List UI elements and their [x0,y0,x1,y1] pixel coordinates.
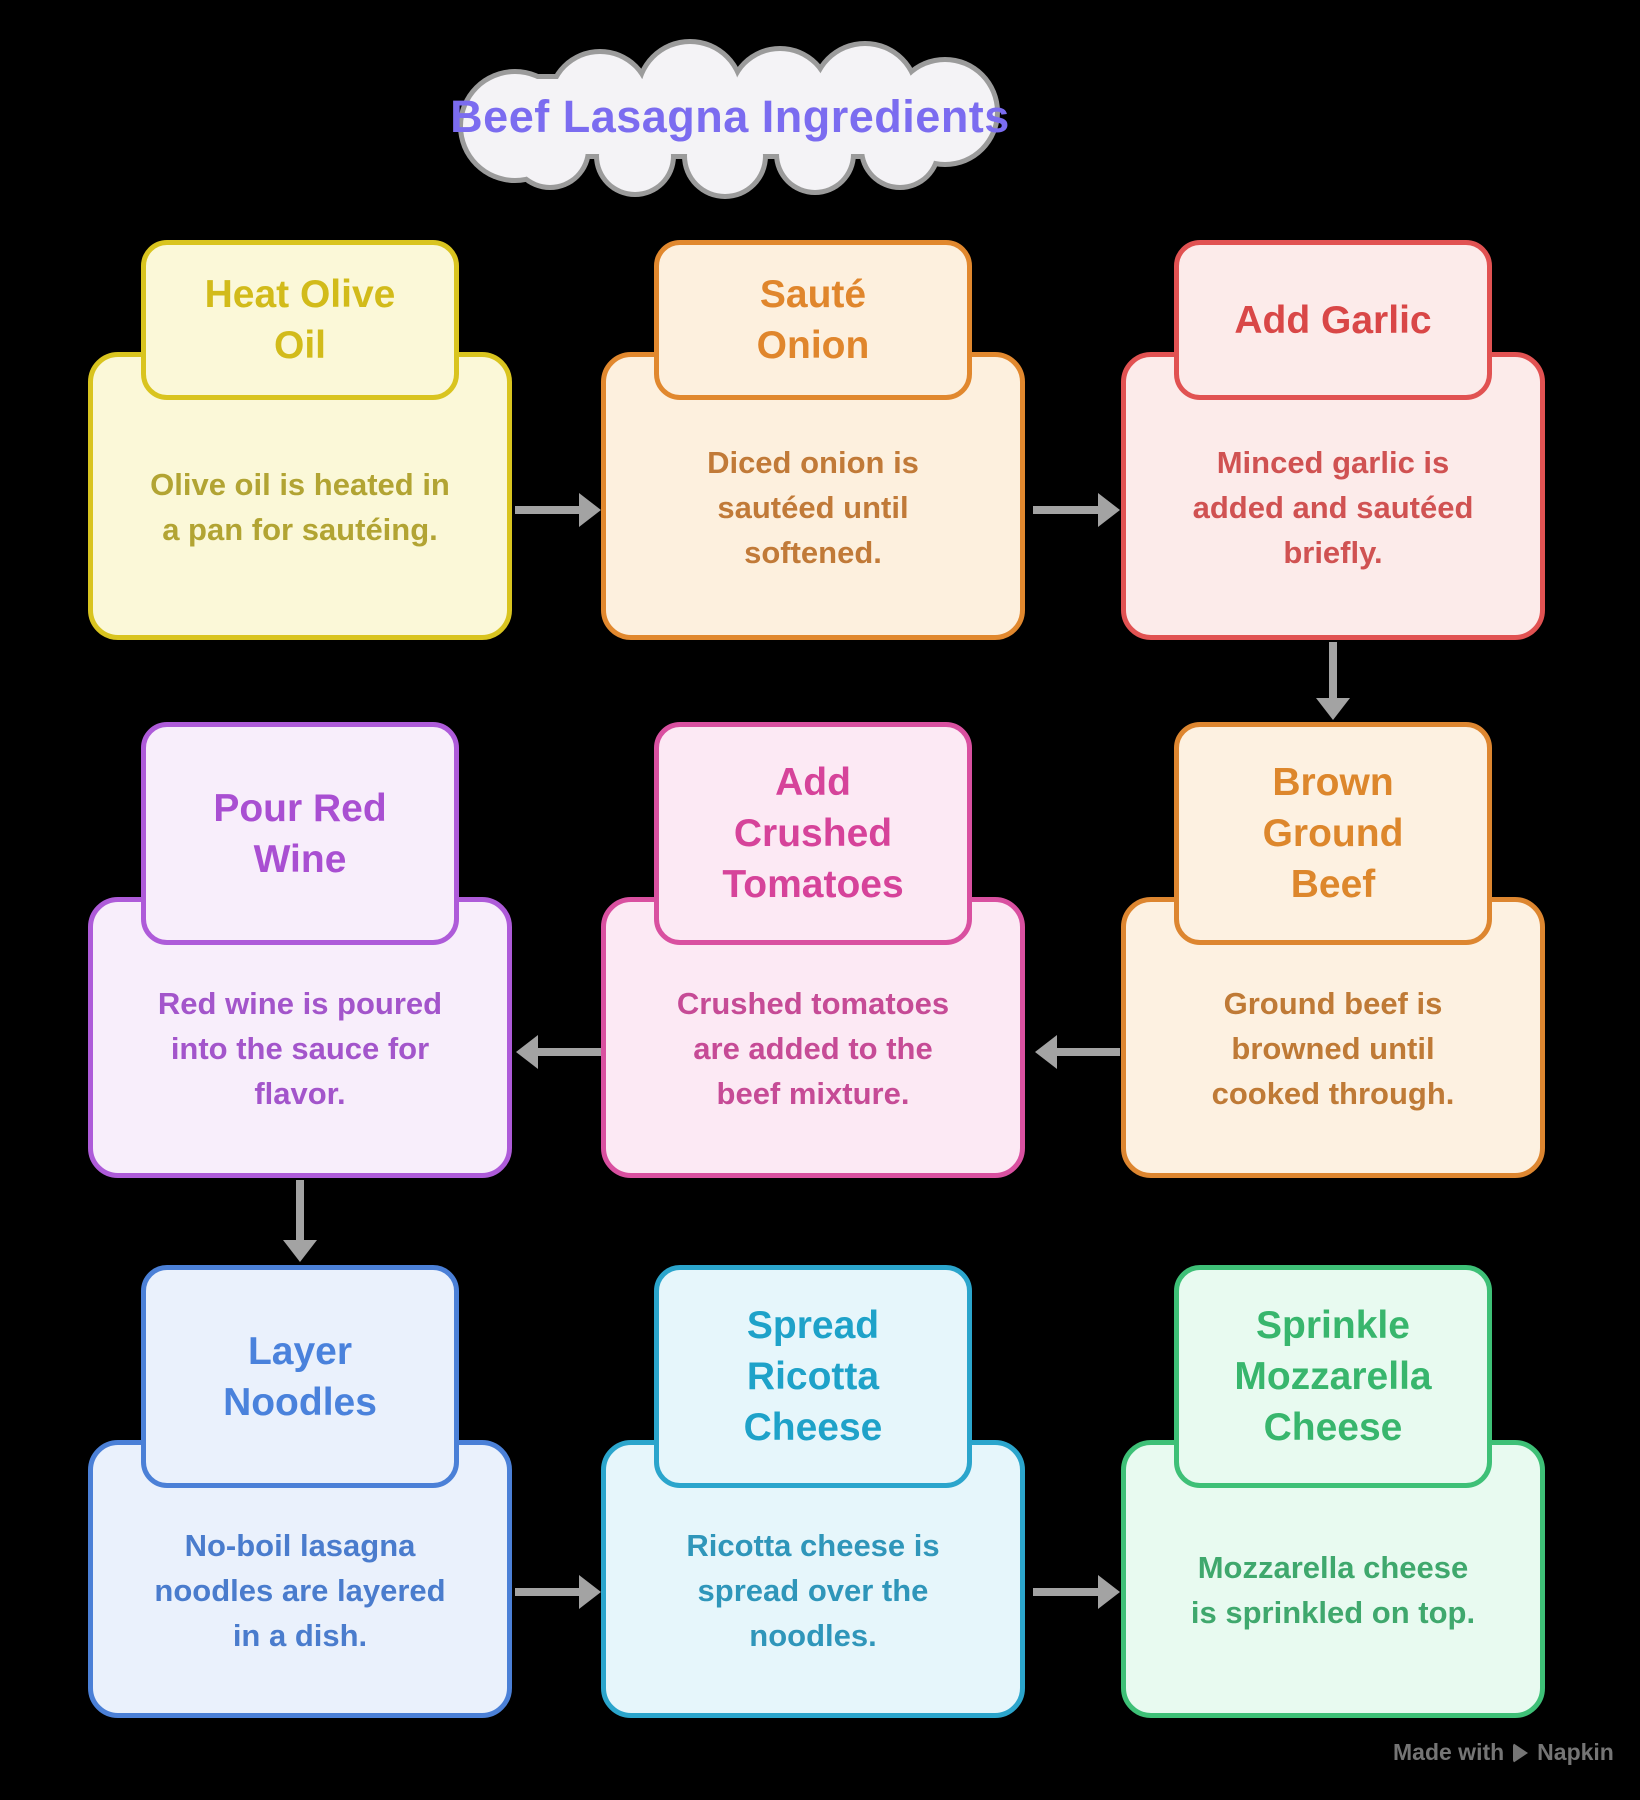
flow-arrow-right-icon [515,493,601,527]
flow-step-sprinkle-mozzarella-cheese: Mozzarella cheese is sprinkled on top. S… [1121,1265,1545,1718]
flow-arrow-right-icon [1033,493,1120,527]
flow-arrow-down-icon [283,1180,317,1262]
step-description: Red wine is poured into the sauce for fl… [157,986,443,1111]
step-title: Pour Red Wine [213,786,387,881]
step-title: Layer Noodles [223,1329,377,1424]
flow-step-pour-red-wine: Red wine is poured into the sauce for fl… [88,722,512,1178]
made-with-napkin-watermark[interactable]: Made with Napkin [1393,1739,1614,1766]
title-cloud: Beef Lasagna Ingredients [450,39,1010,199]
step-title-box: Layer Noodles [141,1265,459,1488]
flow-step-heat-olive-oil: Olive oil is heated in a pan for sautéin… [88,240,512,640]
step-title-box: Add Garlic [1174,240,1492,400]
step-title: Add Garlic [1234,298,1432,342]
step-title: Brown Ground Beef [1262,761,1404,906]
flow-arrow-right-icon [1033,1575,1120,1609]
flow-arrow-left-icon [1035,1035,1120,1069]
flow-step-add-garlic: Minced garlic is added and sautéed brief… [1121,240,1545,640]
step-description-box: Diced onion is sautéed until softened. [601,352,1025,640]
step-title: Add Crushed Tomatoes [722,761,904,906]
flow-step-brown-ground-beef: Ground beef is browned until cooked thro… [1121,722,1545,1178]
step-title: Sauté Onion [756,273,870,367]
cloud-shape-icon [458,39,1000,199]
flow-arrow-right-icon [515,1575,601,1609]
step-title-box: Sauté Onion [654,240,972,400]
step-description-box: Olive oil is heated in a pan for sautéin… [88,352,512,640]
flow-step-saute-onion: Diced onion is sautéed until softened. S… [601,240,1025,640]
watermark-brand: Napkin [1537,1739,1614,1765]
step-title-box: Heat Olive Oil [141,240,459,400]
step-title-box: Brown Ground Beef [1174,722,1492,945]
flow-arrow-down-icon [1316,642,1350,720]
flow-arrow-left-icon [516,1035,601,1069]
watermark-prefix: Made with [1393,1739,1505,1765]
step-description: Minced garlic is added and sautéed brief… [1192,444,1474,570]
step-description: Diced onion is sautéed until softened. [707,444,919,570]
step-title-box: Sprinkle Mozzarella Cheese [1174,1265,1492,1488]
step-title: Spread Ricotta Cheese [743,1304,883,1449]
step-title-box: Spread Ricotta Cheese [654,1265,972,1488]
flow-step-spread-ricotta-cheese: Ricotta cheese is spread over the noodle… [601,1265,1025,1718]
play-triangle-icon [1513,1742,1529,1763]
flow-step-add-crushed-tomatoes: Crushed tomatoes are added to the beef m… [601,722,1025,1178]
step-title: Heat Olive Oil [204,273,396,367]
step-description: Ricotta cheese is spread over the noodle… [686,1527,940,1653]
step-description: Ground beef is browned until cooked thro… [1211,986,1455,1111]
flow-step-layer-noodles: No-boil lasagna noodles are layered in a… [88,1265,512,1718]
step-description: No-boil lasagna noodles are layered in a… [154,1527,446,1653]
step-description: Crushed tomatoes are added to the beef m… [676,986,950,1111]
step-title-box: Add Crushed Tomatoes [654,722,972,945]
step-description: Mozzarella cheese is sprinkled on top. [1190,1550,1476,1630]
step-description: Olive oil is heated in a pan for sautéin… [150,467,450,547]
step-title: Sprinkle Mozzarella Cheese [1234,1304,1432,1449]
page-title: Beef Lasagna Ingredients [450,90,1010,142]
step-title-box: Pour Red Wine [141,722,459,945]
